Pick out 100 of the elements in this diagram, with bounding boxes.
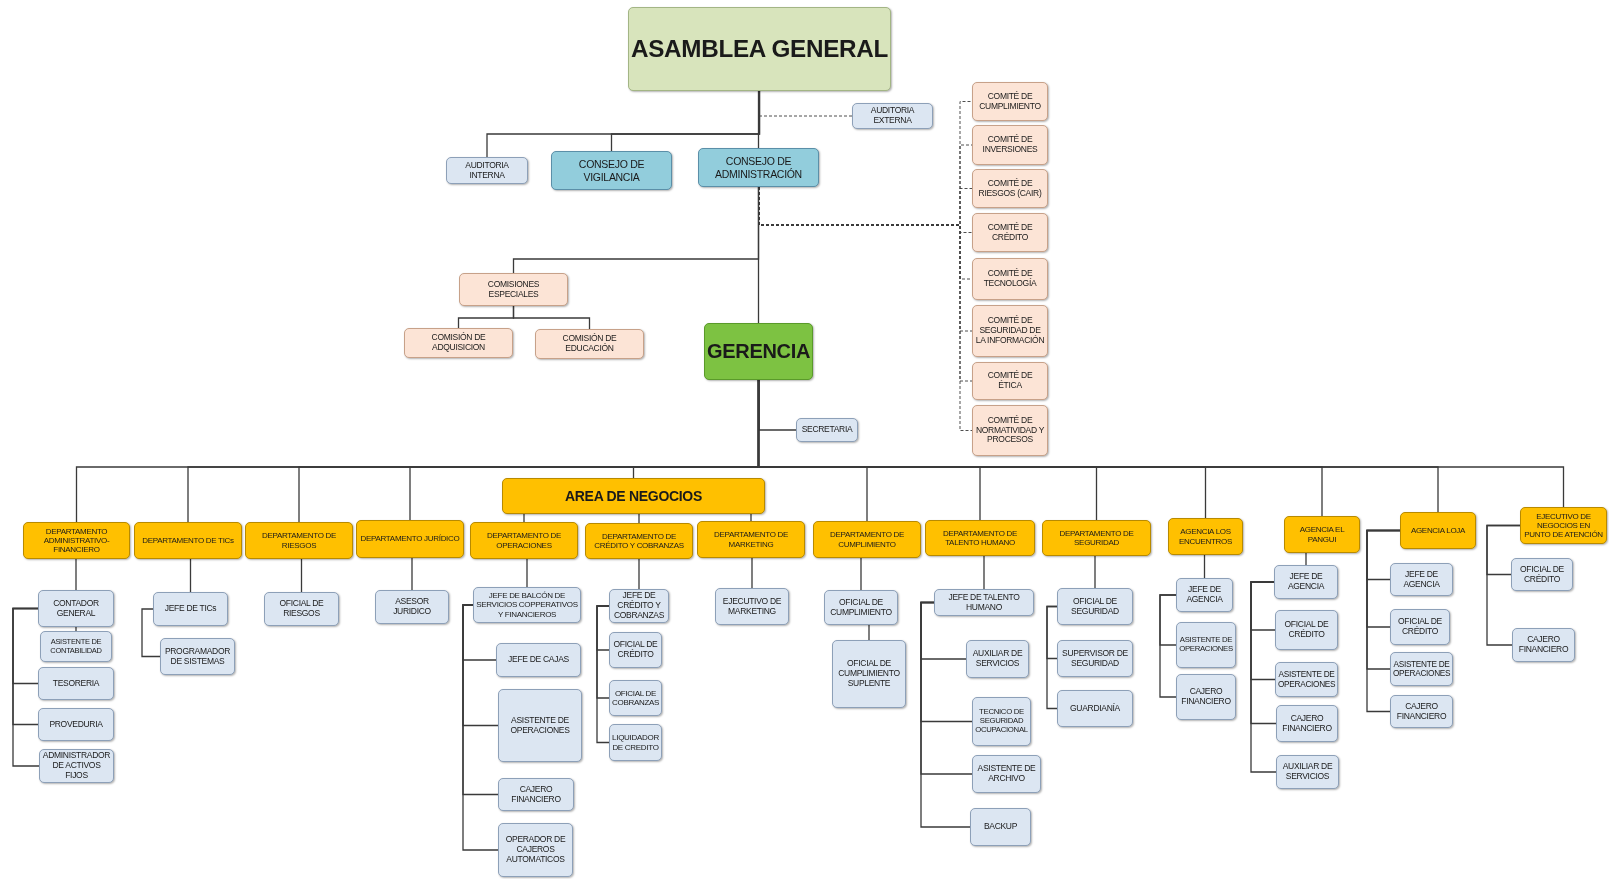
position-box bbox=[23, 522, 130, 559]
connector-line bbox=[868, 624, 870, 641]
box-label: COMITÉ DE CUMPLIMIENTO bbox=[978, 91, 1042, 112]
box-label: COMISIONES ESPECIALES bbox=[486, 279, 541, 300]
position-box bbox=[264, 592, 339, 626]
box-label: DEPARTAMENTO DE RIESGOS bbox=[260, 531, 337, 550]
box-label: ASESOR JURIDICO bbox=[392, 597, 432, 617]
box-label: OFICIAL DE CRÉDITO bbox=[1283, 620, 1330, 640]
box-label: JEFE DE BALCÓN DE SERVICIOS COPPERATIVOS Y FINANCIEROS bbox=[476, 591, 578, 619]
position-box bbox=[1400, 512, 1476, 549]
position-box bbox=[1176, 578, 1233, 612]
position-box bbox=[925, 520, 1035, 556]
position-box bbox=[134, 522, 242, 559]
position-box bbox=[1168, 518, 1243, 555]
position-box bbox=[446, 157, 528, 184]
box-label: JEFE DE TALENTO HUMANO bbox=[947, 592, 1021, 613]
box-label: OFICIAL DE RIESGOS bbox=[278, 599, 325, 619]
position-box bbox=[356, 520, 464, 558]
box-label: DEPARTAMENTO DE OPERACIONES bbox=[485, 531, 562, 550]
box-label: JEFE DE AGENCIA bbox=[1402, 569, 1441, 590]
position-box bbox=[609, 632, 662, 668]
box-label: CAJERO FINANCIERO bbox=[1395, 701, 1448, 722]
position-box bbox=[1057, 640, 1133, 677]
box-label: TESORERIA bbox=[51, 678, 101, 689]
connector-line bbox=[526, 558, 528, 588]
box-label: AUXILIAR DE SERVICIOS bbox=[971, 649, 1024, 669]
box-label: OPERADOR DE CAJEROS AUTOMATICOS bbox=[504, 835, 567, 865]
box-label: COMITÉ DE INVERSIONES bbox=[981, 135, 1039, 155]
box-label: AGENCIA LOJA bbox=[1409, 525, 1467, 536]
box-label: COMITÉ DE NORMATIVIDAD Y PROCESOS bbox=[975, 415, 1045, 446]
box-label: PROVEDURIA bbox=[48, 719, 104, 730]
connector-line bbox=[462, 604, 499, 851]
box-label: GUARDIANÍA bbox=[1069, 703, 1121, 714]
position-box bbox=[1511, 558, 1573, 591]
position-box bbox=[1390, 563, 1453, 596]
position-box bbox=[38, 708, 114, 741]
box-label: AGENCIA EL PANGUI bbox=[1298, 525, 1346, 544]
box-label: COMITÉ DE CRÉDITO bbox=[986, 222, 1034, 243]
position-box bbox=[934, 589, 1034, 616]
position-box bbox=[459, 273, 568, 306]
box-label: BACKUP bbox=[982, 822, 1019, 832]
connector-line bbox=[189, 558, 192, 593]
box-label: AUDITORIA EXTERNA bbox=[869, 106, 916, 126]
position-box bbox=[535, 329, 644, 359]
position-box bbox=[832, 640, 906, 708]
position-box bbox=[1176, 622, 1236, 668]
box-label: EJECUTIVO DE MARKETING bbox=[721, 596, 783, 617]
position-box bbox=[715, 588, 789, 625]
position-box bbox=[1390, 652, 1453, 686]
box-label: DEPARTAMENTO DE SEGURIDAD bbox=[1058, 528, 1135, 548]
box-label: DEPARTAMENTO DE TICs bbox=[141, 535, 235, 546]
box-label: COMITÉ DE SEGURIDAD DE LA INFORMACIÓN bbox=[975, 316, 1045, 346]
position-box bbox=[609, 680, 662, 716]
position-box bbox=[972, 405, 1048, 456]
connector-line bbox=[1305, 552, 1307, 566]
position-box bbox=[970, 808, 1031, 846]
position-box bbox=[470, 522, 578, 559]
box-label: CAJERO FINANCIERO bbox=[1281, 713, 1333, 734]
position-box bbox=[1275, 610, 1338, 650]
position-box bbox=[1057, 690, 1133, 727]
connector-line bbox=[1203, 554, 1206, 579]
position-box bbox=[38, 667, 114, 700]
box-label: JEFE DE CAJAS bbox=[507, 655, 570, 665]
box-label: ASISTENTE DE OPERACIONES bbox=[1393, 659, 1450, 679]
box-label: JEFE DE AGENCIA bbox=[1286, 572, 1326, 592]
position-box bbox=[609, 724, 662, 761]
position-box bbox=[38, 590, 114, 627]
position-box bbox=[697, 521, 805, 558]
box-label: CAJERO FINANCIERO bbox=[510, 784, 562, 805]
position-box bbox=[852, 103, 933, 129]
position-box bbox=[153, 592, 228, 626]
box-label: ASAMBLEA GENERAL bbox=[631, 35, 888, 63]
connector-line bbox=[983, 555, 985, 590]
position-box bbox=[704, 323, 813, 380]
box-label: COMITÉ DE TECNOLOGÍA bbox=[982, 269, 1038, 289]
box-label: DEPARTAMENTO JURÍDICO bbox=[359, 534, 461, 544]
box-label: JEFE DE AGENCIA bbox=[1185, 585, 1224, 605]
box-label: AUXILIAR DE SERVICIOS bbox=[1281, 762, 1334, 782]
position-box bbox=[160, 638, 235, 675]
connector-line bbox=[757, 186, 760, 324]
position-box bbox=[498, 778, 574, 811]
position-box bbox=[972, 213, 1048, 252]
position-box bbox=[972, 362, 1048, 400]
position-box bbox=[698, 148, 819, 187]
box-label: ADMINISTRADOR DE ACTIVOS FIJOS bbox=[42, 751, 111, 781]
position-box bbox=[498, 823, 573, 877]
position-box bbox=[1042, 520, 1151, 556]
connector-line bbox=[411, 557, 413, 591]
connector-line bbox=[1094, 555, 1096, 589]
position-box bbox=[1276, 755, 1339, 789]
connector-line bbox=[638, 558, 640, 590]
box-label: DEPARTAMENTO ADMINISTRATIVO-FINANCIERO bbox=[42, 526, 111, 555]
box-label: COMITÉ DE RIESGOS (CAIR) bbox=[977, 178, 1043, 199]
box-label: DEPARTAMENTO DE TALENTO HUMANO bbox=[941, 528, 1018, 548]
position-box bbox=[972, 697, 1031, 746]
box-label: AREA DE NEGOCIOS bbox=[563, 487, 703, 505]
position-box bbox=[972, 258, 1048, 300]
box-label: DEPARTAMENTO DE CRÉDITO Y COBRANZAS bbox=[593, 531, 685, 551]
box-label: OFICIAL DE CUMPLIMIENTO SUPLENTE bbox=[837, 659, 901, 689]
position-box bbox=[1057, 588, 1133, 625]
